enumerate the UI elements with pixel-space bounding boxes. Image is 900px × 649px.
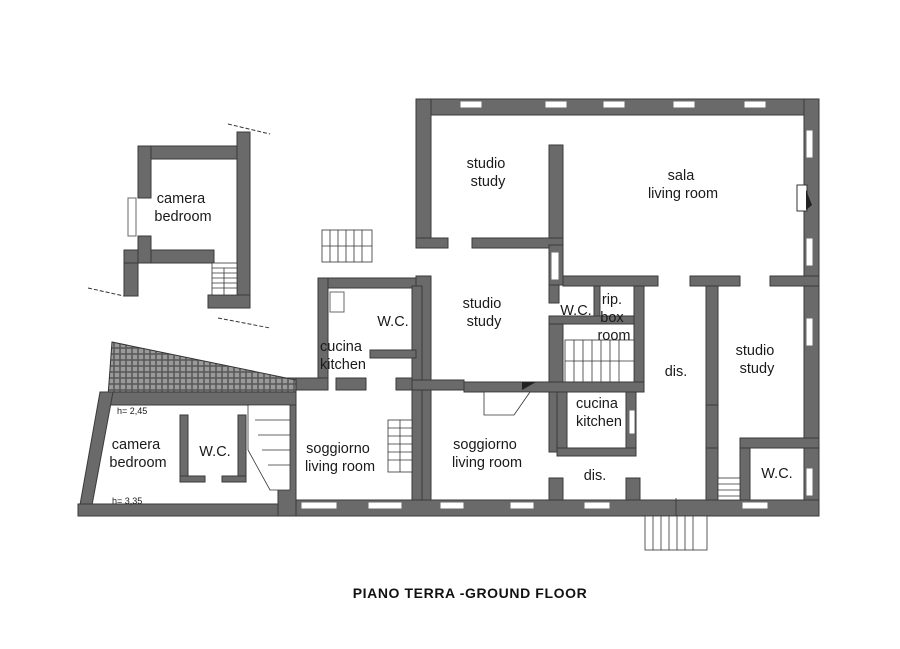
label-soggiorno-left: soggiorno living room bbox=[305, 441, 375, 475]
label-camera-top: camera bedroom bbox=[154, 191, 211, 225]
stair-left-wing bbox=[387, 419, 413, 473]
label-wc-bottom: W.C. bbox=[199, 444, 230, 460]
entrance-stair bbox=[644, 498, 708, 551]
height-label-2: h= 3,35 bbox=[112, 496, 142, 506]
label-wc-right: W.C. bbox=[761, 466, 792, 482]
label-wc-center: W.C. bbox=[560, 303, 591, 319]
label-rip: rip. box room bbox=[597, 292, 630, 344]
stair-bottom-left bbox=[247, 404, 291, 491]
label-camera-bottom: camera bedroom bbox=[109, 437, 166, 471]
label-sala: sala living room bbox=[648, 168, 718, 202]
plan-caption: PIANO TERRA -GROUND FLOOR bbox=[352, 585, 588, 601]
main-building bbox=[277, 98, 820, 551]
stair-right bbox=[717, 477, 741, 501]
label-cucina-left: cucina kitchen bbox=[320, 339, 366, 373]
label-dis-2: dis. bbox=[584, 468, 607, 484]
label-studio-right: studio study bbox=[736, 343, 779, 377]
height-label-1: h= 2,45 bbox=[117, 406, 147, 416]
bottom-left-block bbox=[77, 341, 297, 517]
stair-center bbox=[564, 339, 635, 383]
label-dis-1: dis. bbox=[665, 364, 688, 380]
label-soggiorno-center: soggiorno living room bbox=[452, 437, 522, 471]
label-studio-1: studio study bbox=[467, 156, 510, 190]
label-studio-2: studio study bbox=[463, 296, 506, 330]
stair-upper-left bbox=[321, 229, 373, 263]
label-wc-left: W.C. bbox=[377, 314, 408, 330]
label-cucina-center: cucina kitchen bbox=[576, 396, 622, 430]
stair-top-left bbox=[211, 262, 238, 296]
bedroom-block-top bbox=[87, 123, 271, 329]
